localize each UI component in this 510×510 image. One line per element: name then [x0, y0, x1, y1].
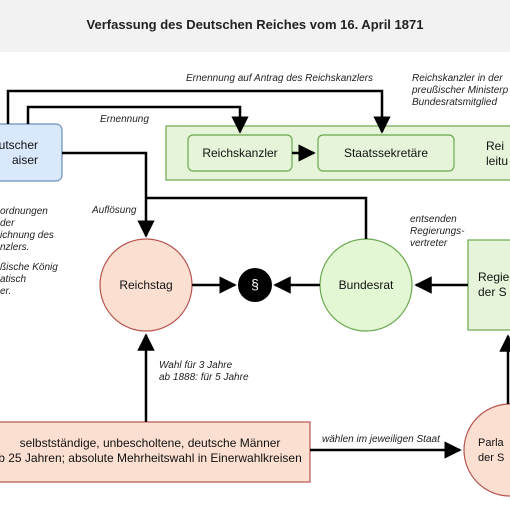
kaiser-label: utscher aiser: [0, 138, 38, 168]
verordnungen-note-line: der: [0, 218, 15, 229]
preussische-koenig-note: ßische König atisch er.: [0, 262, 58, 298]
wahl-label: Wahl für 3 Jahre ab 1888: für 5 Jahre: [159, 360, 249, 384]
preussische-koenig-note-line: ßische König: [0, 262, 58, 273]
ernennung-label: Ernennung: [100, 114, 149, 125]
reichsleitung-label-line: Rei: [486, 139, 505, 153]
staatssekretaere-label: Staatssekretäre: [343, 146, 429, 160]
paragraph-label: §: [251, 276, 259, 292]
waehler-box: [0, 421, 311, 483]
title-bar: Verfassung des Deutschen Reiches vom 16.…: [0, 0, 510, 52]
waehler-label: selbstständige, unbescholtene, deutsche …: [0, 436, 310, 466]
kaiser-label-line: utscher: [0, 138, 38, 152]
preussische-koenig-note-line: er.: [0, 286, 12, 297]
regierungen-box: [467, 239, 510, 331]
connector-ernennung: [26, 105, 249, 134]
aufloesung-label: Auflösung: [92, 205, 137, 216]
waehler-label-line: b 25 Jahren; absolute Mehrheitswahl in E…: [0, 451, 302, 465]
reichskanzler-note-line: preußischer Ministerp: [412, 85, 509, 96]
regierungen-label-line: Regie: [478, 270, 510, 284]
bundesrat-label: Bundesrat: [338, 278, 394, 292]
parlamente-label-line: Parla: [478, 437, 504, 449]
wahl-label-line: ab 1888: für 5 Jahre: [159, 372, 249, 383]
verordnungen-note: ordnungen der ichnung des nzlers.: [0, 206, 54, 254]
regierungen-label-line: der S: [478, 285, 507, 299]
reichstag-label: Reichstag: [119, 278, 173, 292]
parlamente-label-line: der S: [478, 452, 505, 464]
reichskanzler-note-line: Reichskanzler in der: [412, 73, 503, 84]
entsenden-label-line: entsenden: [410, 214, 457, 225]
connector-bundesrat-aufloesung: [146, 196, 368, 239]
reichskanzler-label: Reichskanzler: [202, 146, 278, 160]
regierungen-label: Regie der S: [478, 270, 509, 300]
verordnungen-note-line: ichnung des: [0, 230, 54, 241]
waehlen-label: wählen im jeweiligen Staat: [322, 434, 440, 445]
reichskanzler-note: Reichskanzler in der preußischer Ministe…: [412, 73, 508, 109]
verordnungen-note-line: nzlers.: [0, 242, 30, 253]
ernennung-antrag-label: Ernennung auf Antrag des Reichskanzlers: [186, 73, 373, 84]
connector-aufloesung: [62, 151, 155, 238]
reichsleitung-label-line: leitu: [486, 154, 509, 168]
entsenden-label-line: vertreter: [410, 238, 448, 249]
paragraph-circle: [238, 268, 272, 302]
diagram-title: Verfassung des Deutschen Reiches vom 16.…: [86, 17, 424, 32]
verordnungen-note-line: ordnungen: [0, 206, 48, 217]
wahl-label-line: Wahl für 3 Jahre: [159, 360, 233, 371]
parlamente-circle: [463, 403, 510, 497]
entsenden-label: entsenden Regierungs- vertreter: [410, 214, 464, 250]
reichsleitung-label: Rei leitu: [486, 139, 508, 169]
preussische-koenig-note-line: atisch: [0, 274, 27, 285]
staatssekretaere-box: [317, 134, 455, 172]
connector-ernennung-antrag: [6, 89, 391, 134]
kaiser-label-line: aiser: [11, 153, 38, 167]
reichskanzler-note-line: Bundesratsmitglied: [412, 97, 498, 108]
parlamente-label: Parla der S: [478, 436, 504, 466]
waehler-label-line: selbstständige, unbescholtene, deutsche …: [19, 436, 281, 450]
entsenden-label-line: Regierungs-: [410, 226, 465, 237]
